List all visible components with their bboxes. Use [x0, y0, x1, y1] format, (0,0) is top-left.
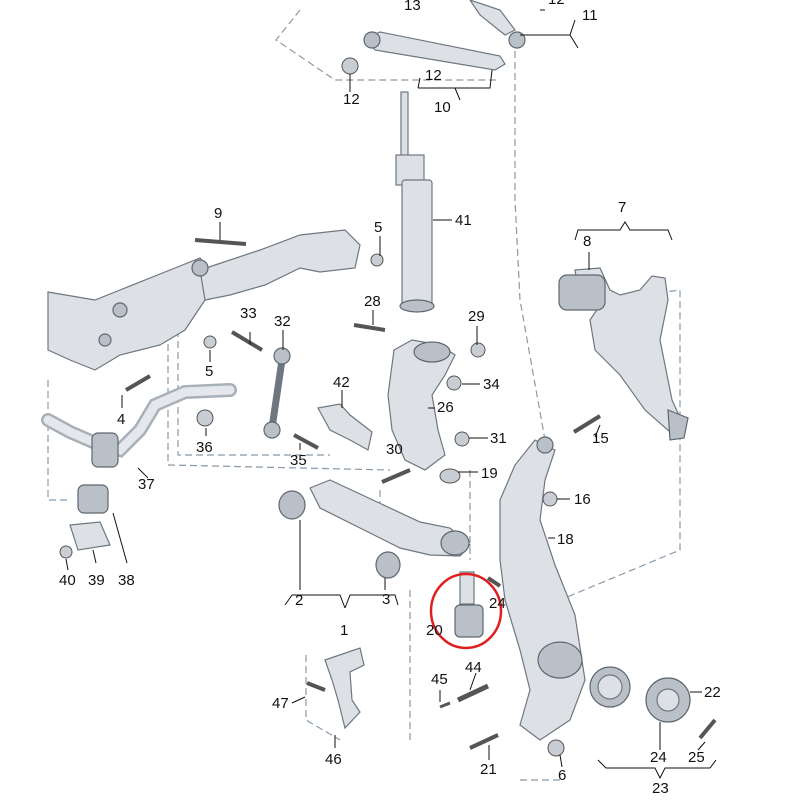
label-11: 11	[582, 7, 598, 24]
label-45: 45	[431, 671, 448, 688]
label-32: 32	[274, 313, 291, 330]
label-5-left: 5	[205, 363, 213, 380]
label-29: 29	[468, 308, 485, 325]
label-1: 1	[340, 622, 348, 639]
label-47: 47	[272, 695, 289, 712]
label-46: 46	[325, 751, 342, 768]
label-25: 25	[688, 749, 705, 766]
label-44: 44	[465, 659, 482, 676]
label-2: 2	[295, 592, 303, 609]
wheel-bearing-housing	[387, 339, 456, 471]
label-39: 39	[88, 572, 105, 589]
label-38: 38	[118, 572, 135, 589]
shock-absorber	[395, 91, 435, 313]
label-36: 36	[196, 439, 213, 456]
label-4: 4	[117, 411, 125, 428]
lower-wishbone	[558, 267, 689, 441]
label-35: 35	[290, 452, 307, 469]
label-12-top: 12	[548, 0, 565, 8]
label-19: 19	[481, 465, 498, 482]
label-5-top: 5	[374, 219, 382, 236]
label-26: 26	[437, 399, 454, 416]
leader-lines	[65, 9, 717, 780]
highlight-ring	[429, 572, 503, 650]
label-18: 18	[557, 531, 574, 548]
label-21: 21	[480, 761, 497, 778]
assembly-dashed-lines	[47, 9, 681, 781]
label-10: 10	[434, 99, 451, 116]
label-23: 23	[652, 780, 669, 797]
subframe	[47, 229, 361, 371]
label-12-left: 12	[343, 91, 360, 108]
label-34: 34	[483, 376, 500, 393]
label-41: 41	[455, 212, 472, 229]
label-15: 15	[592, 430, 609, 447]
label-28: 28	[364, 293, 381, 310]
label-7: 7	[618, 199, 626, 216]
label-8: 8	[583, 233, 591, 250]
ball-joint	[454, 571, 484, 638]
label-9: 9	[214, 205, 222, 222]
upper-control-arm	[363, 0, 526, 71]
label-22: 22	[704, 684, 721, 701]
bushings-and-nuts	[59, 57, 691, 757]
coupling-rod	[263, 347, 291, 439]
anti-roll-bar	[41, 383, 237, 468]
label-16: 16	[574, 491, 591, 508]
label-6: 6	[558, 767, 566, 784]
label-3: 3	[382, 591, 390, 608]
label-40: 40	[59, 572, 76, 589]
label-33: 33	[240, 305, 257, 322]
bolts	[124, 238, 717, 750]
label-24-hub: 24	[650, 749, 667, 766]
bracket-46	[324, 647, 365, 730]
steering-knuckle	[499, 436, 586, 741]
label-42: 42	[333, 374, 350, 391]
label-13: 13	[404, 0, 421, 14]
clamp-42	[317, 403, 373, 451]
label-20: 20	[426, 622, 443, 639]
transverse-link	[278, 479, 471, 579]
label-24-ball-joint: 24	[489, 595, 506, 612]
part-number-labels: 13 12 11 12 12 10 9 5 41 7 8 28 33 32 29…	[59, 0, 721, 797]
label-37: 37	[138, 476, 155, 493]
label-12-mid: 12	[425, 67, 442, 84]
label-31: 31	[490, 430, 507, 447]
label-30: 30	[386, 441, 403, 458]
